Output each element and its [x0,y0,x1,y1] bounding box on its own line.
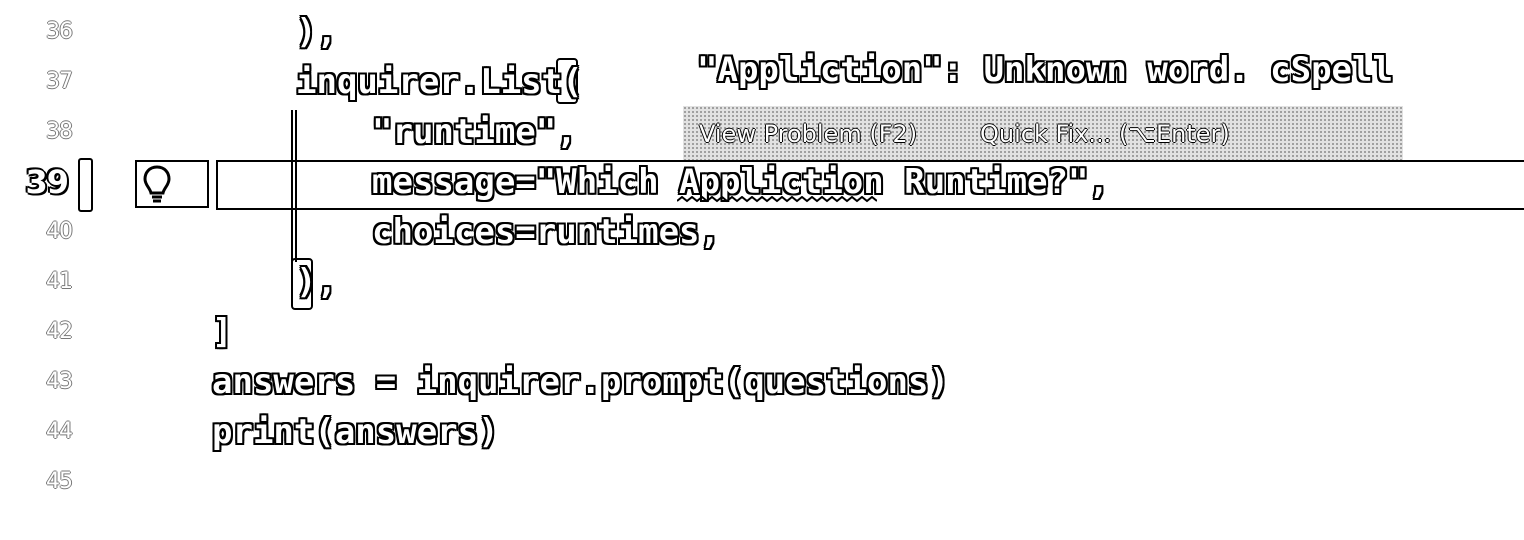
cut-off-code-fragment [817,0,897,2]
code-line[interactable]: "runtime", [372,112,577,152]
line-number: 42 [46,319,73,344]
code-line[interactable]: choices=runtimes, [372,212,720,252]
bracket-match-open [556,58,578,104]
code-segment: Runtime?", [883,162,1109,202]
code-line[interactable]: ), [296,12,337,52]
line-number: 37 [46,69,73,94]
line-number-active: 39 [25,163,69,201]
line-number: 41 [46,269,73,294]
bracket-match-close [291,258,313,310]
breakpoint-gutter-marker[interactable] [78,158,93,212]
code-line[interactable]: ] [212,312,233,352]
line-number: 38 [46,119,73,144]
spelling-error-squiggle [677,196,877,203]
code-line[interactable]: print(answers) [212,412,499,452]
line-number: 45 [46,469,73,494]
misspelled-word[interactable]: Appliction [679,162,884,202]
code-line[interactable]: inquirer.List( [296,62,583,102]
view-problem-link[interactable]: View Problem (F2) [699,120,918,148]
code-line-active[interactable]: message="Which Appliction Runtime?", [372,162,1109,202]
line-number: 44 [46,419,73,444]
code-segment: message="Which [372,162,680,202]
code-line[interactable]: answers = inquirer.prompt(questions) [212,362,949,402]
lightbulb-icon[interactable] [141,164,173,204]
quick-fix-link[interactable]: Quick Fix... (⌥Enter) [980,120,1230,148]
line-number: 36 [46,19,73,44]
hover-status-bar [683,106,1403,160]
current-line-highlight [216,160,1524,210]
hover-message: "Appliction": Unknown word. cSpell [697,50,1393,90]
line-number: 40 [46,219,73,244]
code-action-lightbulb[interactable] [135,160,209,208]
indent-guide [291,110,297,262]
code-line[interactable]: ), [296,262,337,302]
line-number: 43 [46,369,73,394]
